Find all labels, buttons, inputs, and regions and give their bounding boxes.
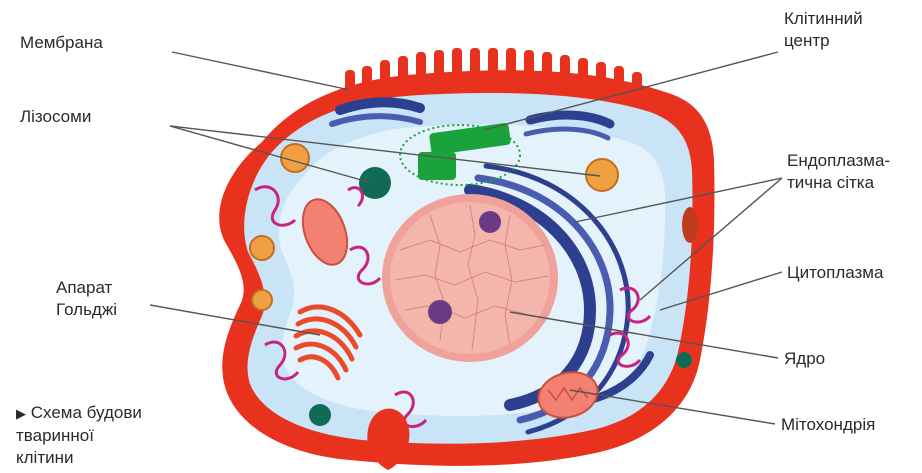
caption-line1-text: Схема будови: [31, 403, 142, 422]
label-cell-center: Клітинний центр: [784, 8, 863, 52]
nucleolus-2: [428, 300, 452, 324]
label-golgi-line2: Гольджі: [56, 299, 117, 321]
caption-line2: тваринної: [16, 425, 142, 447]
label-membrane: Мембрана: [20, 32, 103, 54]
label-golgi: Апарат Гольджі: [56, 277, 117, 321]
lysosome-2: [309, 404, 331, 426]
nucleolus-1: [479, 211, 501, 233]
label-cell-center-line2: центр: [784, 30, 863, 52]
figure-caption: ▶ Схема будови тваринної клітини: [16, 402, 142, 469]
lysosome-3: [676, 352, 692, 368]
label-er-line2: тична сітка: [787, 172, 890, 194]
nucleus: [382, 194, 558, 362]
leader-membrane: [172, 52, 350, 90]
label-er-line1: Ендоплазма-: [787, 150, 890, 172]
caption-line3: клітини: [16, 447, 142, 469]
label-cytoplasm: Цитоплазма: [787, 262, 883, 284]
label-nucleus: Ядро: [784, 348, 825, 370]
caption-line1: ▶ Схема будови: [16, 402, 142, 425]
label-cell-center-line1: Клітинний: [784, 8, 863, 30]
label-golgi-line1: Апарат: [56, 277, 117, 299]
label-lysosomes: Лізосоми: [20, 106, 91, 128]
caption-marker-icon: ▶: [16, 406, 26, 421]
label-mitochondria: Мітохондрія: [781, 414, 875, 436]
label-endoplasmic-reticulum: Ендоплазма- тична сітка: [787, 150, 890, 194]
